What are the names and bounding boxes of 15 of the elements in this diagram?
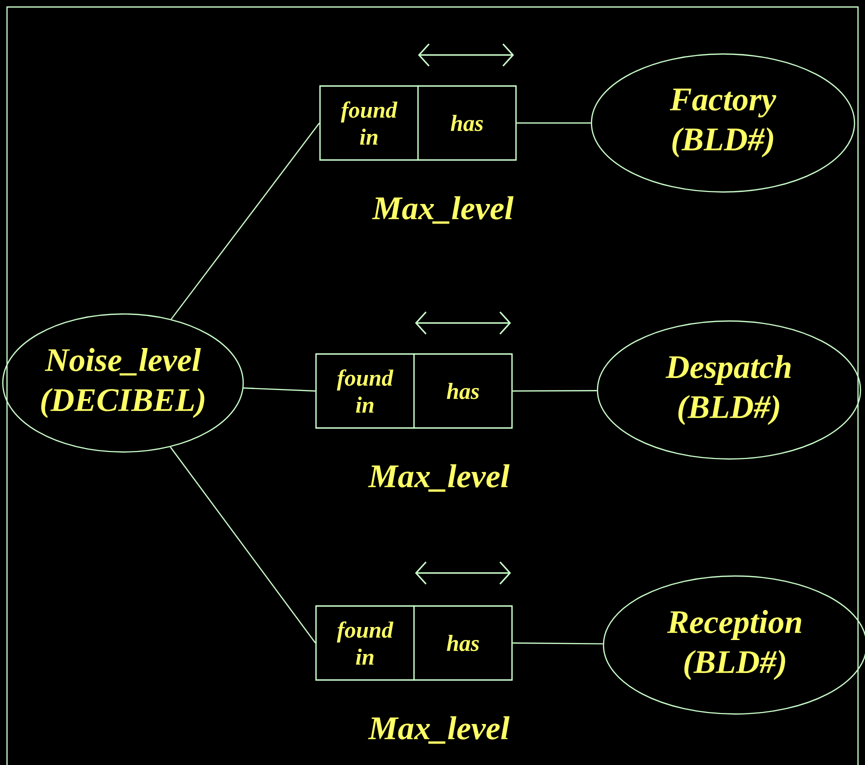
fact-type-name: Max_level [368,716,510,744]
connector-line [170,122,320,320]
connector-line [243,387,316,392]
role-box: found in [319,85,419,161]
fact-type-name: Max_level [368,464,510,492]
connector-line [512,390,597,392]
connector-line [516,122,591,124]
role-box: has [413,605,513,681]
role-box: has [417,85,517,161]
role-box: found in [315,605,415,681]
fact-type-name: Max_level [372,196,514,224]
role-box: has [413,353,513,429]
connector-line [512,642,603,644]
connector-line [170,446,316,644]
role-box: found in [315,353,415,429]
